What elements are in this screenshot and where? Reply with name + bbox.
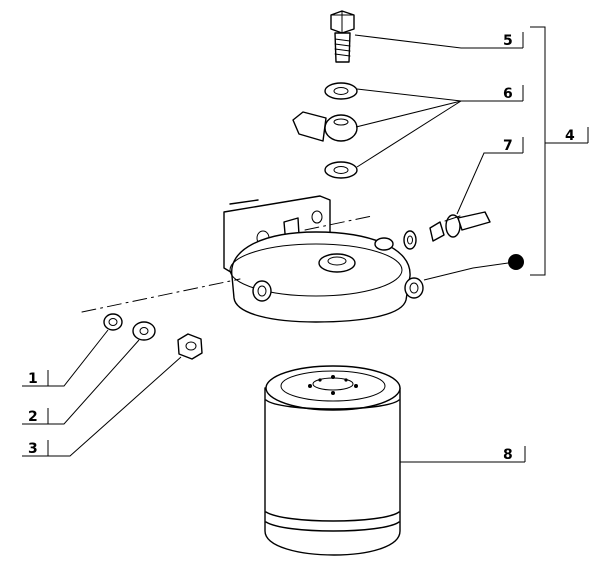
filter-head-part xyxy=(223,195,424,323)
assembly-marker-dot xyxy=(508,254,524,270)
bleed-screw-part xyxy=(429,211,491,242)
center-lines xyxy=(81,215,373,313)
callout-8: 8 xyxy=(503,446,526,463)
callout-4: 4 xyxy=(565,127,589,144)
callout-3: 3 xyxy=(28,440,49,457)
svg-text:4: 4 xyxy=(565,128,575,144)
banjo-fitting-part xyxy=(292,82,358,179)
svg-text:8: 8 xyxy=(503,447,513,463)
svg-text:5: 5 xyxy=(503,33,513,49)
hollow-bolt-part xyxy=(330,10,355,63)
callout-1: 1 xyxy=(28,370,49,387)
svg-text:1: 1 xyxy=(28,371,38,387)
washer-1-part xyxy=(103,313,123,331)
washer-2-part xyxy=(132,321,156,341)
nut-3-part xyxy=(177,333,203,360)
leader-lines xyxy=(22,26,588,463)
callout-2: 2 xyxy=(28,408,49,425)
svg-text:3: 3 xyxy=(28,441,38,457)
svg-text:2: 2 xyxy=(28,409,38,425)
callout-5: 5 xyxy=(503,32,524,49)
svg-text:7: 7 xyxy=(503,138,513,154)
callout-7: 7 xyxy=(503,137,524,154)
filter-cartridge-part xyxy=(264,365,401,556)
svg-text:6: 6 xyxy=(503,86,513,102)
callout-6: 6 xyxy=(503,85,524,102)
